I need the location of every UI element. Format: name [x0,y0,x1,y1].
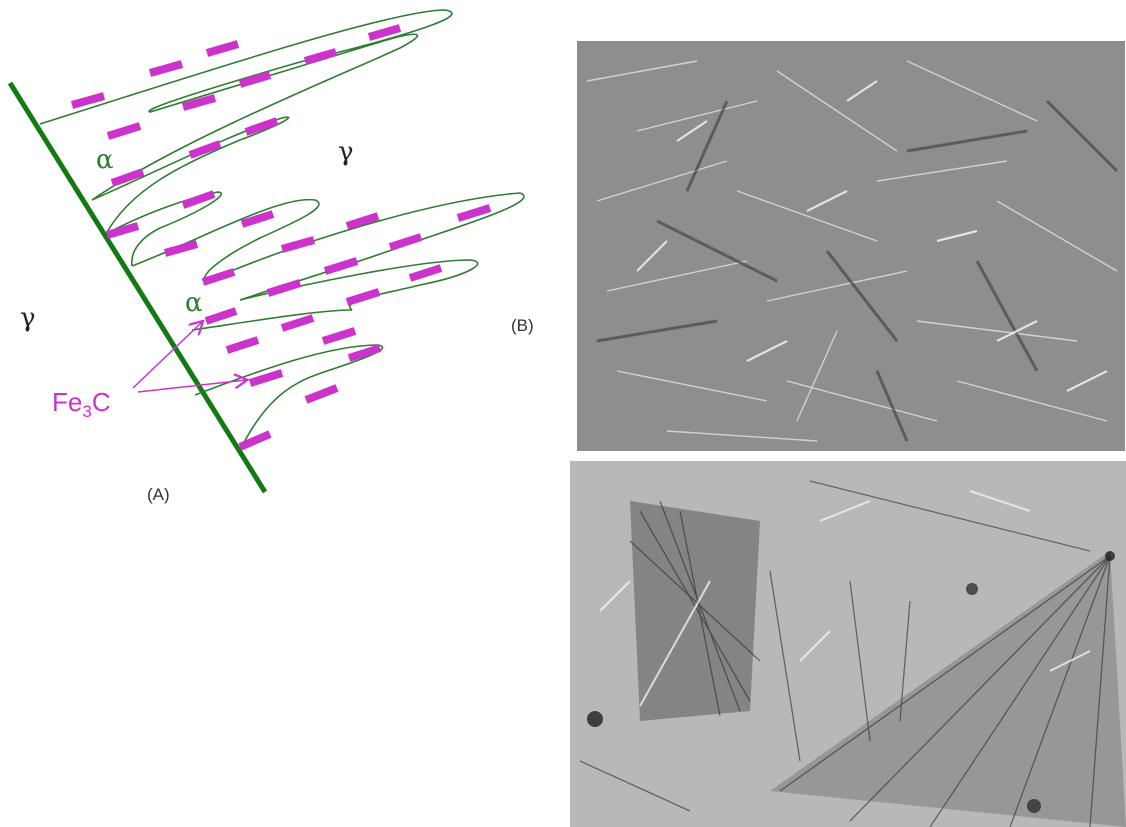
panel-label-b: (B) [511,316,534,335]
micrograph-bottom [570,461,1126,827]
gamma-label-right: γ [338,137,354,167]
bainite-schematic: γ γ α α Fe3C (A) [7,9,525,504]
alpha-label-mid: α [185,288,203,318]
fe3c-arrow-lower [137,380,246,393]
gamma-label-left: γ [20,303,36,333]
fe3c-label: Fe3C [52,387,111,421]
carbide-particles [70,24,492,451]
alpha-label-top: α [96,145,114,175]
ferrite-laths [39,9,525,451]
micrograph-top [577,41,1125,451]
fe3c-arrow-upper [132,322,202,389]
grain-boundary-line [7,81,268,494]
panel-label-a: (A) [147,485,170,504]
panel-b-label-layer: (B) [511,316,534,335]
